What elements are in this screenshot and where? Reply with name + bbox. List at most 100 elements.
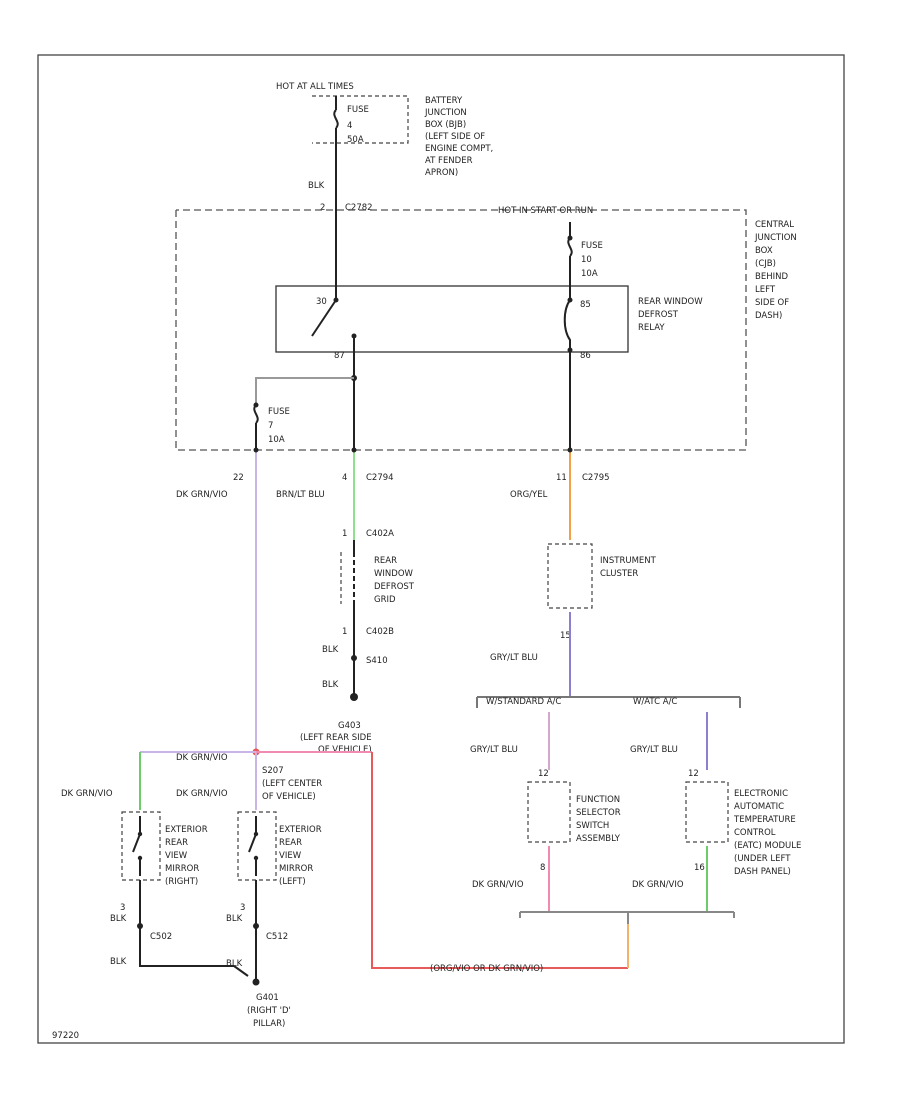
svg-text:GRID: GRID [374, 595, 396, 605]
svg-text:(CJB): (CJB) [755, 259, 776, 269]
connector-label-c502: C502 [150, 932, 172, 942]
relay-pin-86: 86 [580, 351, 591, 361]
svg-text:BEHIND: BEHIND [755, 272, 788, 282]
wire-blk-right-mirror-ground [139, 880, 234, 967]
svg-text:(RIGHT 'D': (RIGHT 'D' [247, 1006, 291, 1016]
svg-text:WINDOW: WINDOW [374, 569, 414, 579]
option-bus-line [476, 696, 741, 708]
svg-text:AUTOMATIC: AUTOMATIC [734, 802, 784, 812]
svg-text:CENTRAL: CENTRAL [755, 220, 794, 230]
wire-label-blk-2: BLK [322, 680, 339, 690]
svg-text:DASH): DASH) [755, 311, 782, 321]
svg-text:BOX: BOX [755, 246, 773, 256]
ground-g403-symbol [350, 693, 358, 701]
svg-text:SELECTOR: SELECTOR [576, 808, 621, 818]
svg-text:15: 15 [560, 631, 571, 641]
wire-label-blk-l: BLK [226, 914, 243, 924]
wire-label-dk-grn-vio-fsa: DK GRN/VIO [472, 880, 524, 890]
hot-at-all-times-label: HOT AT ALL TIMES [276, 82, 354, 92]
svg-text:G401: G401 [256, 993, 279, 1003]
svg-text:INSTRUMENT: INSTRUMENT [600, 556, 657, 566]
splice-s207-description: S207 (LEFT CENTER OF VEHICLE) [262, 766, 322, 802]
hot-in-start-or-run-label: HOT IN START OR RUN [498, 206, 593, 216]
bjb-description: BATTERY JUNCTION BOX (BJB) (LEFT SIDE OF… [424, 96, 493, 178]
wire-label-blk-1: BLK [322, 645, 339, 655]
option-atc-ac: W/ATC A/C [633, 697, 677, 707]
svg-text:(EATC) MODULE: (EATC) MODULE [734, 841, 801, 851]
fuse-10-symbol [567, 222, 573, 285]
relay-pin-87: 87 [334, 351, 345, 361]
svg-text:C2794: C2794 [366, 473, 394, 483]
svg-text:MIRROR: MIRROR [165, 864, 199, 874]
svg-text:(LEFT SIDE OF: (LEFT SIDE OF [425, 132, 485, 142]
pin-label-r: 3 [120, 903, 125, 913]
relay-description: REAR WINDOW DEFROST RELAY [638, 297, 703, 333]
svg-text:ELECTRONIC: ELECTRONIC [734, 789, 788, 799]
svg-text:C402A: C402A [366, 529, 394, 539]
svg-text:4: 4 [342, 473, 347, 483]
svg-text:REAR: REAR [279, 838, 302, 848]
return-wire-label: (ORG/VIO OR DK GRN/VIO) [430, 964, 543, 974]
wire-label-blk-l2: BLK [226, 959, 243, 969]
wire-label-gry-lt-blu-fsa: GRY/LT BLU [470, 745, 518, 755]
svg-text:1: 1 [342, 529, 347, 539]
svg-text:SIDE OF: SIDE OF [755, 298, 789, 308]
svg-text:16: 16 [694, 863, 705, 873]
wire-to-fuse-7 [255, 377, 354, 405]
rear-window-defrost-grid: 1 C402A REAR WINDOW DEFROST GRID 1 C402B [340, 529, 415, 637]
wire-label-blk-r: BLK [110, 914, 127, 924]
svg-text:ASSEMBLY: ASSEMBLY [576, 834, 621, 844]
svg-text:(UNDER LEFT: (UNDER LEFT [734, 854, 791, 864]
svg-text:DEFROST: DEFROST [638, 310, 679, 320]
connector-label-c512: C512 [266, 932, 288, 942]
wire-label-dk-grn-vio-top: DK GRN/VIO [176, 753, 228, 763]
function-selector-switch-assembly: 12 FUNCTION SELECTOR SWITCH ASSEMBLY 8 [527, 769, 621, 873]
fuse-7-label: FUSE [268, 407, 290, 417]
wire-label-gry-lt-blu: GRY/LT BLU [490, 653, 538, 663]
wire-label-blk-top: BLK [308, 181, 325, 191]
svg-text:PILLAR): PILLAR) [253, 1019, 285, 1029]
relay-coil [563, 285, 571, 350]
svg-text:(RIGHT): (RIGHT) [165, 877, 198, 887]
svg-text:(LEFT CENTER: (LEFT CENTER [262, 779, 322, 789]
splice-label-s410: S410 [366, 656, 388, 666]
option-standard-ac: W/STANDARD A/C [486, 697, 561, 707]
svg-text:BRN/LT BLU: BRN/LT BLU [276, 490, 325, 500]
fuse-7-number: 7 [268, 421, 273, 431]
svg-text:(LEFT REAR SIDE: (LEFT REAR SIDE [300, 733, 372, 743]
svg-text:C2795: C2795 [582, 473, 610, 483]
eatc-module: 12 ELECTRONIC AUTOMATIC TEMPERATURE CONT… [685, 769, 801, 877]
svg-text:ENGINE COMPT,: ENGINE COMPT, [425, 144, 493, 154]
svg-text:DASH PANEL): DASH PANEL) [734, 867, 791, 877]
svg-text:OF VEHICLE): OF VEHICLE) [262, 792, 316, 802]
exterior-mirror-right: EXTERIOR REAR VIEW MIRROR (RIGHT) [121, 811, 208, 887]
footer-id: 97220 [52, 1031, 79, 1041]
svg-text:JUNCTION: JUNCTION [424, 108, 467, 118]
battery-junction-box: HOT AT ALL TIMES FUSE 4 50A BATTERY JUNC… [276, 82, 493, 213]
relay-pin-30: 30 [316, 297, 327, 307]
wire-label-dk-grn-vio-r: DK GRN/VIO [61, 789, 113, 799]
svg-text:TEMPERATURE: TEMPERATURE [733, 815, 796, 825]
svg-text:VIEW: VIEW [279, 851, 302, 861]
svg-text:8: 8 [540, 863, 545, 873]
svg-text:LEFT: LEFT [755, 285, 776, 295]
svg-text:VIEW: VIEW [165, 851, 188, 861]
ground-g401-description: G401 (RIGHT 'D' PILLAR) [247, 993, 291, 1029]
fuse-4-number: 4 [347, 121, 352, 131]
wire-label-dk-grn-vio-l: DK GRN/VIO [176, 789, 228, 799]
relay-switch-contact [311, 285, 355, 350]
svg-text:DK GRN/VIO: DK GRN/VIO [176, 490, 228, 500]
ground-g401-symbol [233, 965, 249, 977]
ground-g403-description: G403 (LEFT REAR SIDE OF VEHICLE) [300, 721, 372, 755]
svg-text:OF VEHICLE): OF VEHICLE) [318, 745, 372, 755]
central-junction-box: HOT IN START OR RUN CENTRAL JUNCTION BOX… [175, 206, 797, 451]
svg-text:AT FENDER: AT FENDER [425, 156, 473, 166]
fuse-7-amp: 10A [268, 435, 285, 445]
svg-text:ORG/YEL: ORG/YEL [510, 490, 548, 500]
svg-text:1: 1 [342, 627, 347, 637]
wire-label-gry-lt-blu-eatc: GRY/LT BLU [630, 745, 678, 755]
fuse-4-symbol [333, 96, 339, 143]
svg-text:22: 22 [233, 473, 244, 483]
svg-text:APRON): APRON) [425, 168, 458, 178]
